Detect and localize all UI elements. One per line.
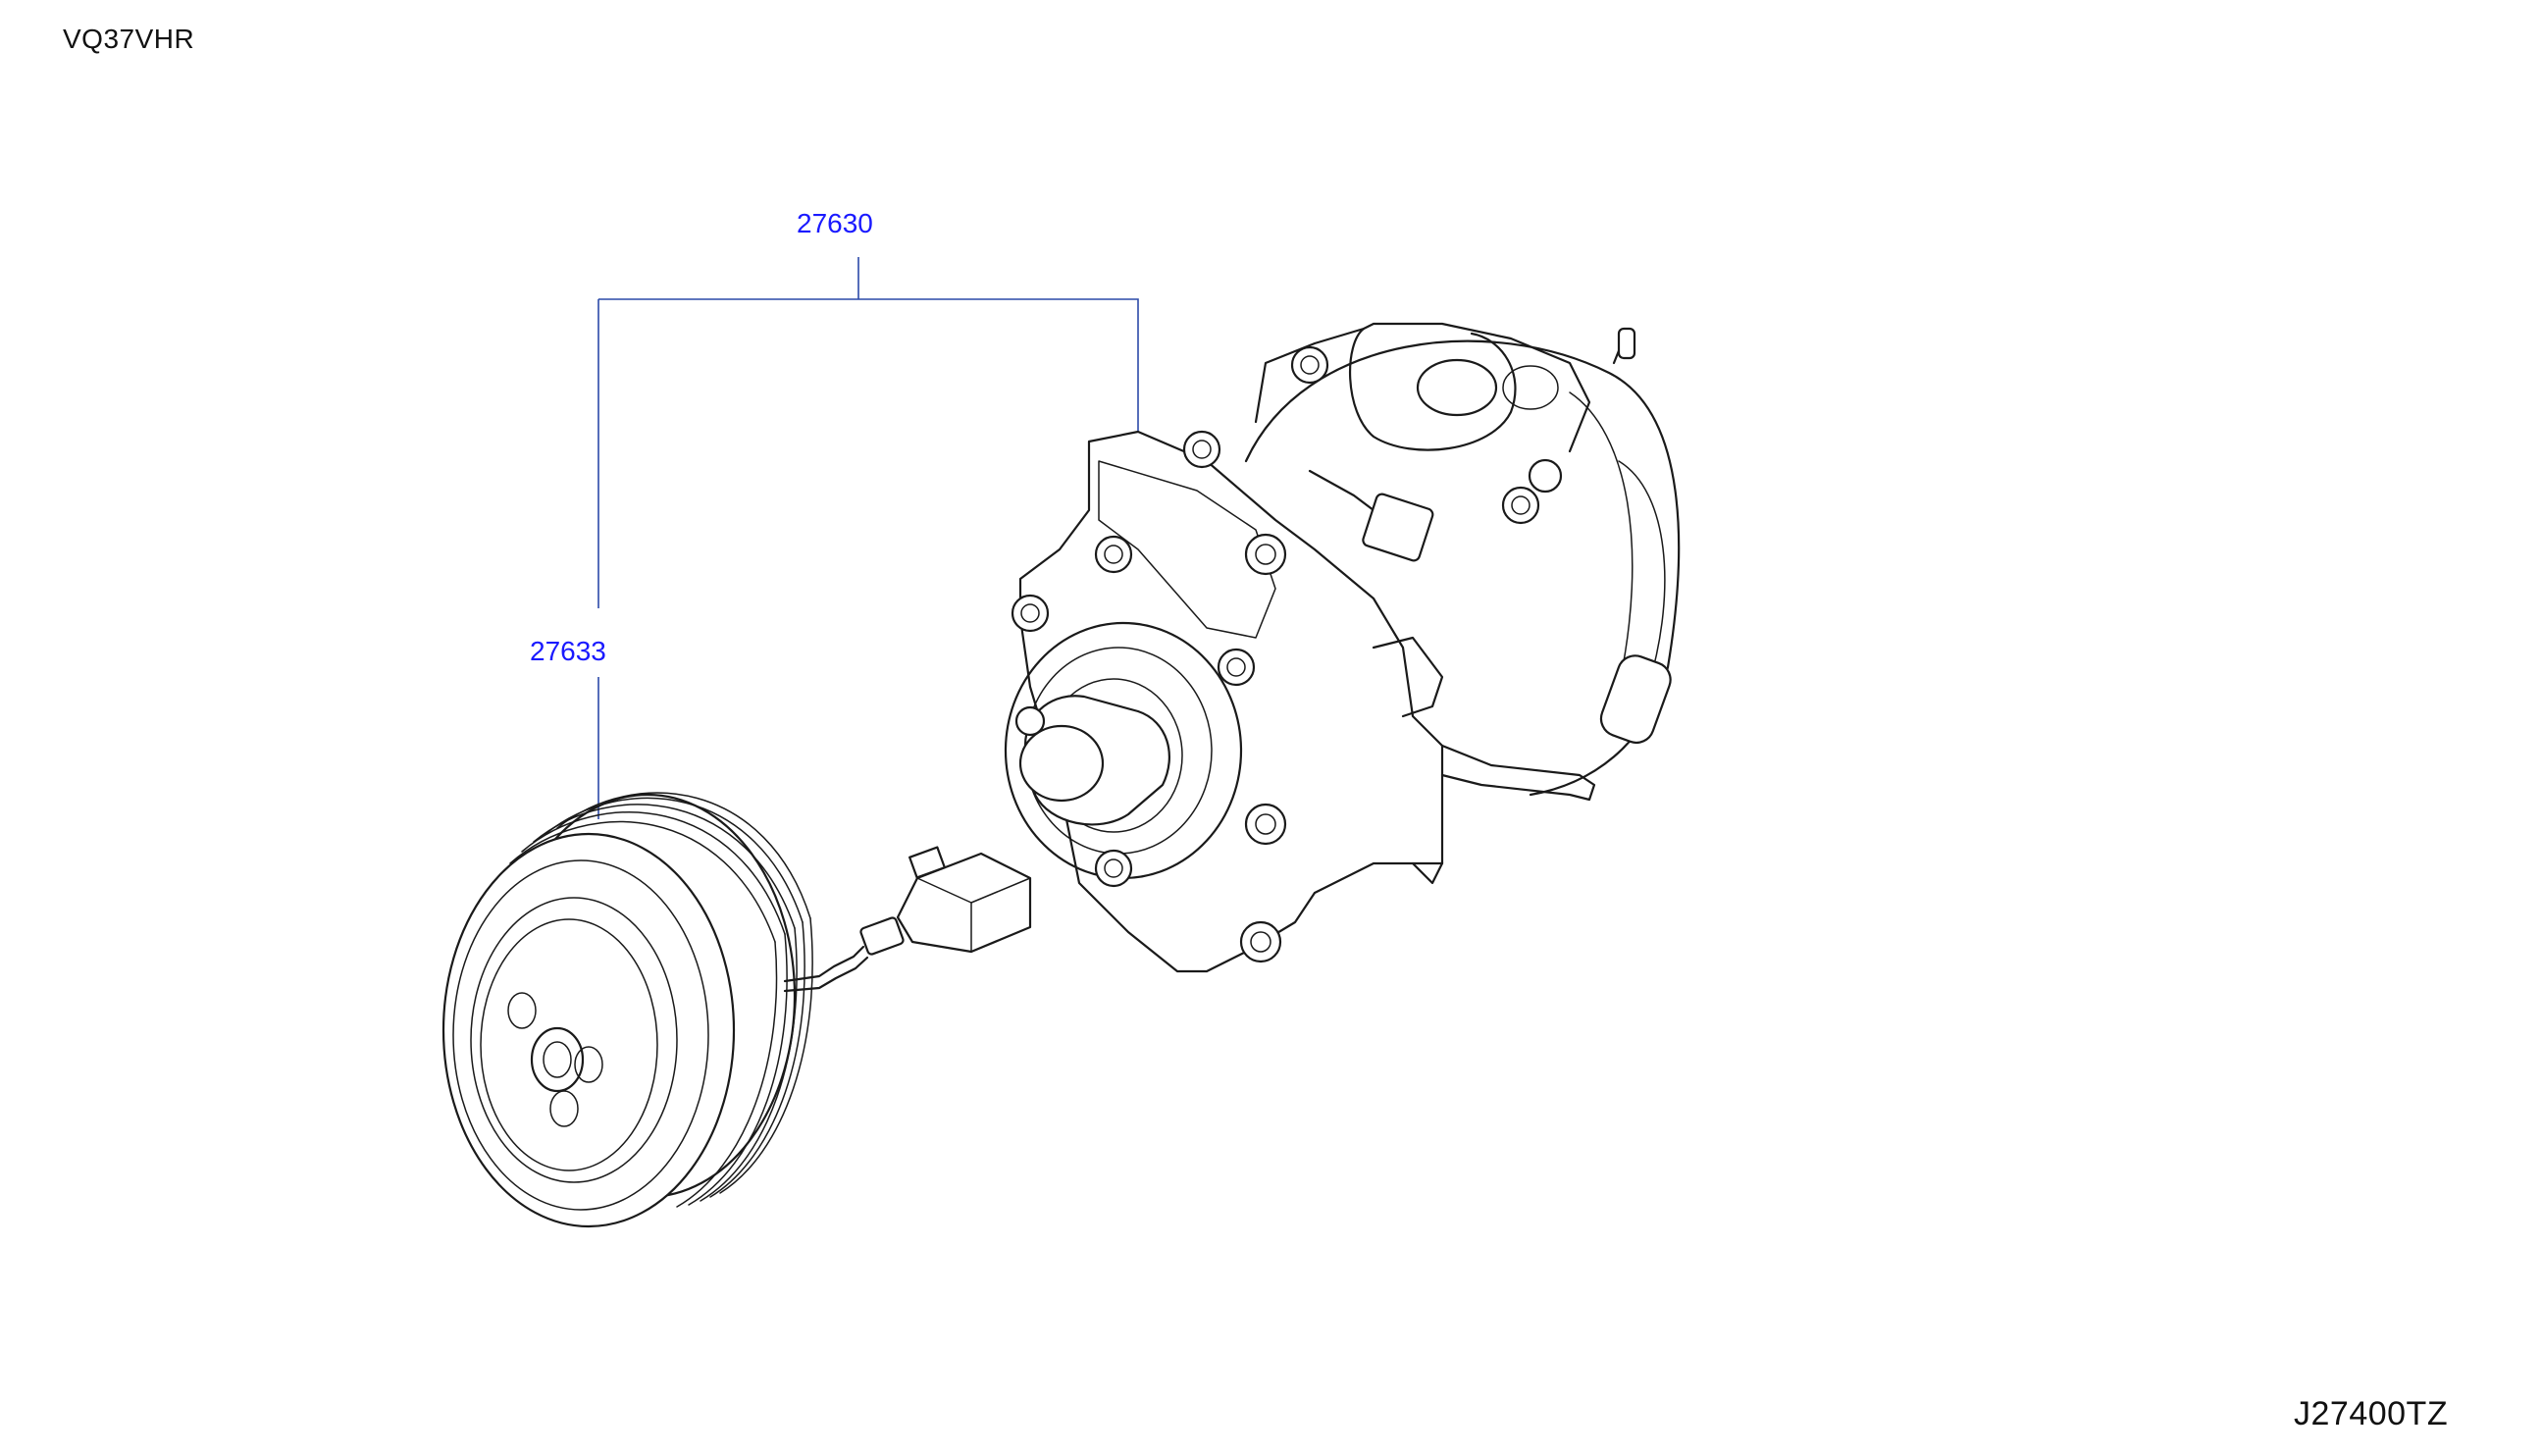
diagram-code-label: J27400TZ bbox=[2294, 1395, 2449, 1432]
compressor-bolts bbox=[1011, 345, 1563, 963]
callout-part-number-27633[interactable]: 27633 bbox=[530, 636, 606, 666]
callout-lines bbox=[597, 257, 1139, 819]
callout-line-27630-bracket bbox=[598, 298, 1139, 432]
magnet-clutch-pulley-illustration[interactable] bbox=[441, 792, 1032, 1228]
callout-part-number-27630[interactable]: 27630 bbox=[797, 208, 873, 238]
engine-code-label: VQ37VHR bbox=[63, 24, 195, 54]
ac-compressor-illustration[interactable] bbox=[1004, 322, 1681, 973]
